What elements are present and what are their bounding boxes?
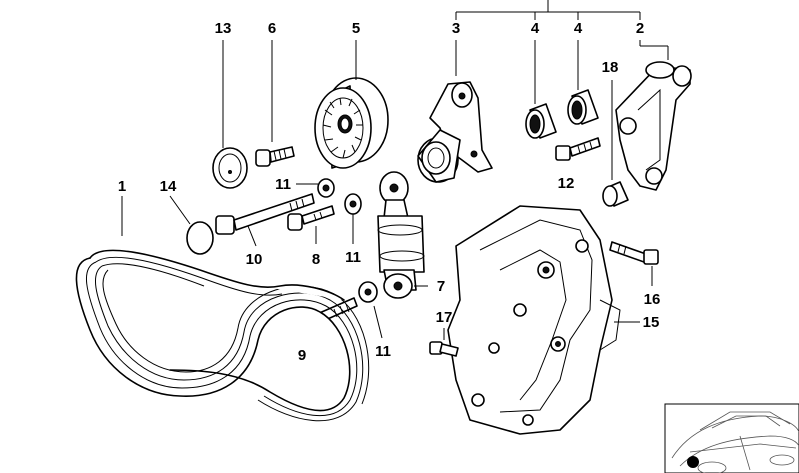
part-8-bolt bbox=[287, 205, 335, 244]
callout-11b: 11 bbox=[345, 249, 361, 266]
part-11-washer-c bbox=[358, 281, 383, 339]
callout-7: 7 bbox=[437, 278, 445, 295]
part-7-damper bbox=[377, 171, 428, 299]
callout-10: 10 bbox=[246, 251, 263, 268]
callout-8: 8 bbox=[312, 251, 320, 268]
part-11-washer-a bbox=[296, 178, 335, 198]
part-13-cap bbox=[212, 40, 248, 189]
callout-4b: 4 bbox=[574, 20, 583, 37]
part-4-bushing-a bbox=[525, 40, 557, 139]
part-4-bushing-b bbox=[567, 40, 599, 125]
callout-9: 9 bbox=[298, 347, 306, 364]
callout-14: 14 bbox=[160, 178, 177, 195]
group-bracket bbox=[455, 0, 641, 20]
callout-15: 15 bbox=[643, 314, 660, 331]
part-16-bolt bbox=[609, 241, 659, 286]
callout-18: 18 bbox=[602, 59, 619, 76]
callout-17: 17 bbox=[436, 309, 453, 326]
callout-2: 2 bbox=[636, 20, 644, 37]
part-1-belt bbox=[75, 196, 370, 422]
vehicle-location-inset bbox=[664, 403, 799, 473]
part-3-tensioner-arm bbox=[417, 40, 493, 183]
part-12-bolt bbox=[555, 137, 601, 161]
part-15-main-bracket bbox=[447, 205, 640, 435]
callout-11c: 11 bbox=[375, 343, 391, 360]
callout-12: 12 bbox=[558, 175, 575, 192]
part-2-bracket bbox=[615, 40, 692, 191]
callout-13: 13 bbox=[215, 20, 232, 37]
part-17-bolt bbox=[429, 328, 459, 357]
part-6-bolt bbox=[255, 40, 295, 167]
callout-3: 3 bbox=[452, 20, 460, 37]
callout-16: 16 bbox=[644, 291, 661, 308]
part-11-washer-b bbox=[344, 193, 362, 244]
engine-location-dot bbox=[687, 456, 699, 468]
callout-5: 5 bbox=[352, 20, 360, 37]
callout-labels: 13 6 5 3 4 4 2 18 1 14 11 12 10 8 11 7 1… bbox=[118, 20, 661, 364]
callout-4a: 4 bbox=[531, 20, 540, 37]
callout-11a: 11 bbox=[275, 176, 291, 193]
part-10-long-bolt bbox=[215, 193, 315, 247]
callout-6: 6 bbox=[268, 20, 276, 37]
part-14-cap bbox=[169, 195, 214, 255]
part-18-sleeve bbox=[602, 80, 629, 207]
callout-1: 1 bbox=[118, 178, 126, 195]
part-5-pulley bbox=[314, 40, 389, 169]
